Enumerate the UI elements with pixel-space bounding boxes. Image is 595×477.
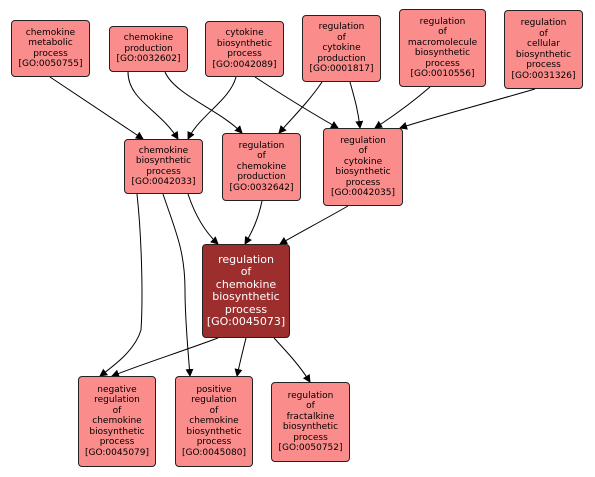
node-label: regulation of macromolecule biosynthetic… (407, 16, 478, 80)
node-label: regulation of cytokine biosynthetic proc… (330, 135, 396, 199)
node-label: regulation of fractalkine biosynthetic p… (278, 390, 343, 454)
edge-42033-to-45073 (187, 193, 219, 245)
edge-45073-to-45080 (234, 337, 247, 377)
edge-1817-to-32642 (278, 81, 323, 134)
go-node-0045073-focus[interactable]: regulation of chemokine biosynthetic pro… (202, 244, 290, 338)
edge-45073-to-45079 (111, 337, 219, 378)
node-label: chemokine production [GO:0032602] (116, 33, 181, 65)
edge-1817-to-42035 (349, 81, 364, 129)
node-label: regulation of chemokine biosynthetic pro… (206, 252, 286, 328)
edge-31326-to-42035 (399, 88, 536, 130)
edge-10556-to-42035 (374, 86, 431, 129)
edge-42035-to-45073 (279, 205, 349, 245)
edge-32602-to-32642 (164, 71, 243, 134)
edge-42033-to-45080 (162, 193, 194, 377)
node-label: regulation of chemokine production [GO:0… (229, 140, 294, 193)
edge-42089-to-42035 (254, 76, 339, 129)
node-label: chemokine biosynthetic process [GO:00420… (131, 145, 196, 188)
node-label: positive regulation of chemokine biosynt… (181, 384, 247, 458)
go-node-0001817[interactable]: regulation of cytokine production [GO:00… (302, 15, 381, 82)
go-node-0042089[interactable]: cytokine biosynthetic process [GO:004208… (205, 21, 284, 77)
edge-50755-to-42033 (49, 76, 144, 140)
node-label: regulation of cellular biosynthetic proc… (511, 18, 576, 81)
go-node-0042035[interactable]: regulation of cytokine biosynthetic proc… (323, 128, 403, 206)
edge-32642-to-45073 (244, 200, 263, 245)
node-label: regulation of cytokine production [GO:00… (309, 22, 374, 75)
node-label: negative regulation of chemokine biosynt… (84, 384, 150, 458)
go-node-0010556[interactable]: regulation of macromolecule biosynthetic… (399, 9, 486, 87)
go-node-0031326[interactable]: regulation of cellular biosynthetic proc… (504, 10, 583, 89)
go-node-0032602[interactable]: chemokine production [GO:0032602] (109, 26, 188, 72)
node-label: chemokine metabolic process [GO:0050755] (18, 27, 83, 70)
go-node-0050755[interactable]: chemokine metabolic process [GO:0050755] (11, 20, 90, 77)
go-node-0042033[interactable]: chemokine biosynthetic process [GO:00420… (124, 139, 203, 194)
go-node-0045080[interactable]: positive regulation of chemokine biosynt… (175, 376, 253, 467)
edge-32602-to-42033 (127, 71, 179, 140)
node-label: cytokine biosynthetic process [GO:004208… (212, 28, 277, 70)
edge-42089-to-42033 (187, 76, 237, 140)
edge-45073-to-50752 (273, 337, 311, 383)
go-node-0045079[interactable]: negative regulation of chemokine biosynt… (78, 376, 156, 467)
go-node-0050752[interactable]: regulation of fractalkine biosynthetic p… (271, 382, 350, 462)
go-node-0032642[interactable]: regulation of chemokine production [GO:0… (222, 133, 301, 201)
edge-42033-to-45079 (99, 193, 143, 377)
